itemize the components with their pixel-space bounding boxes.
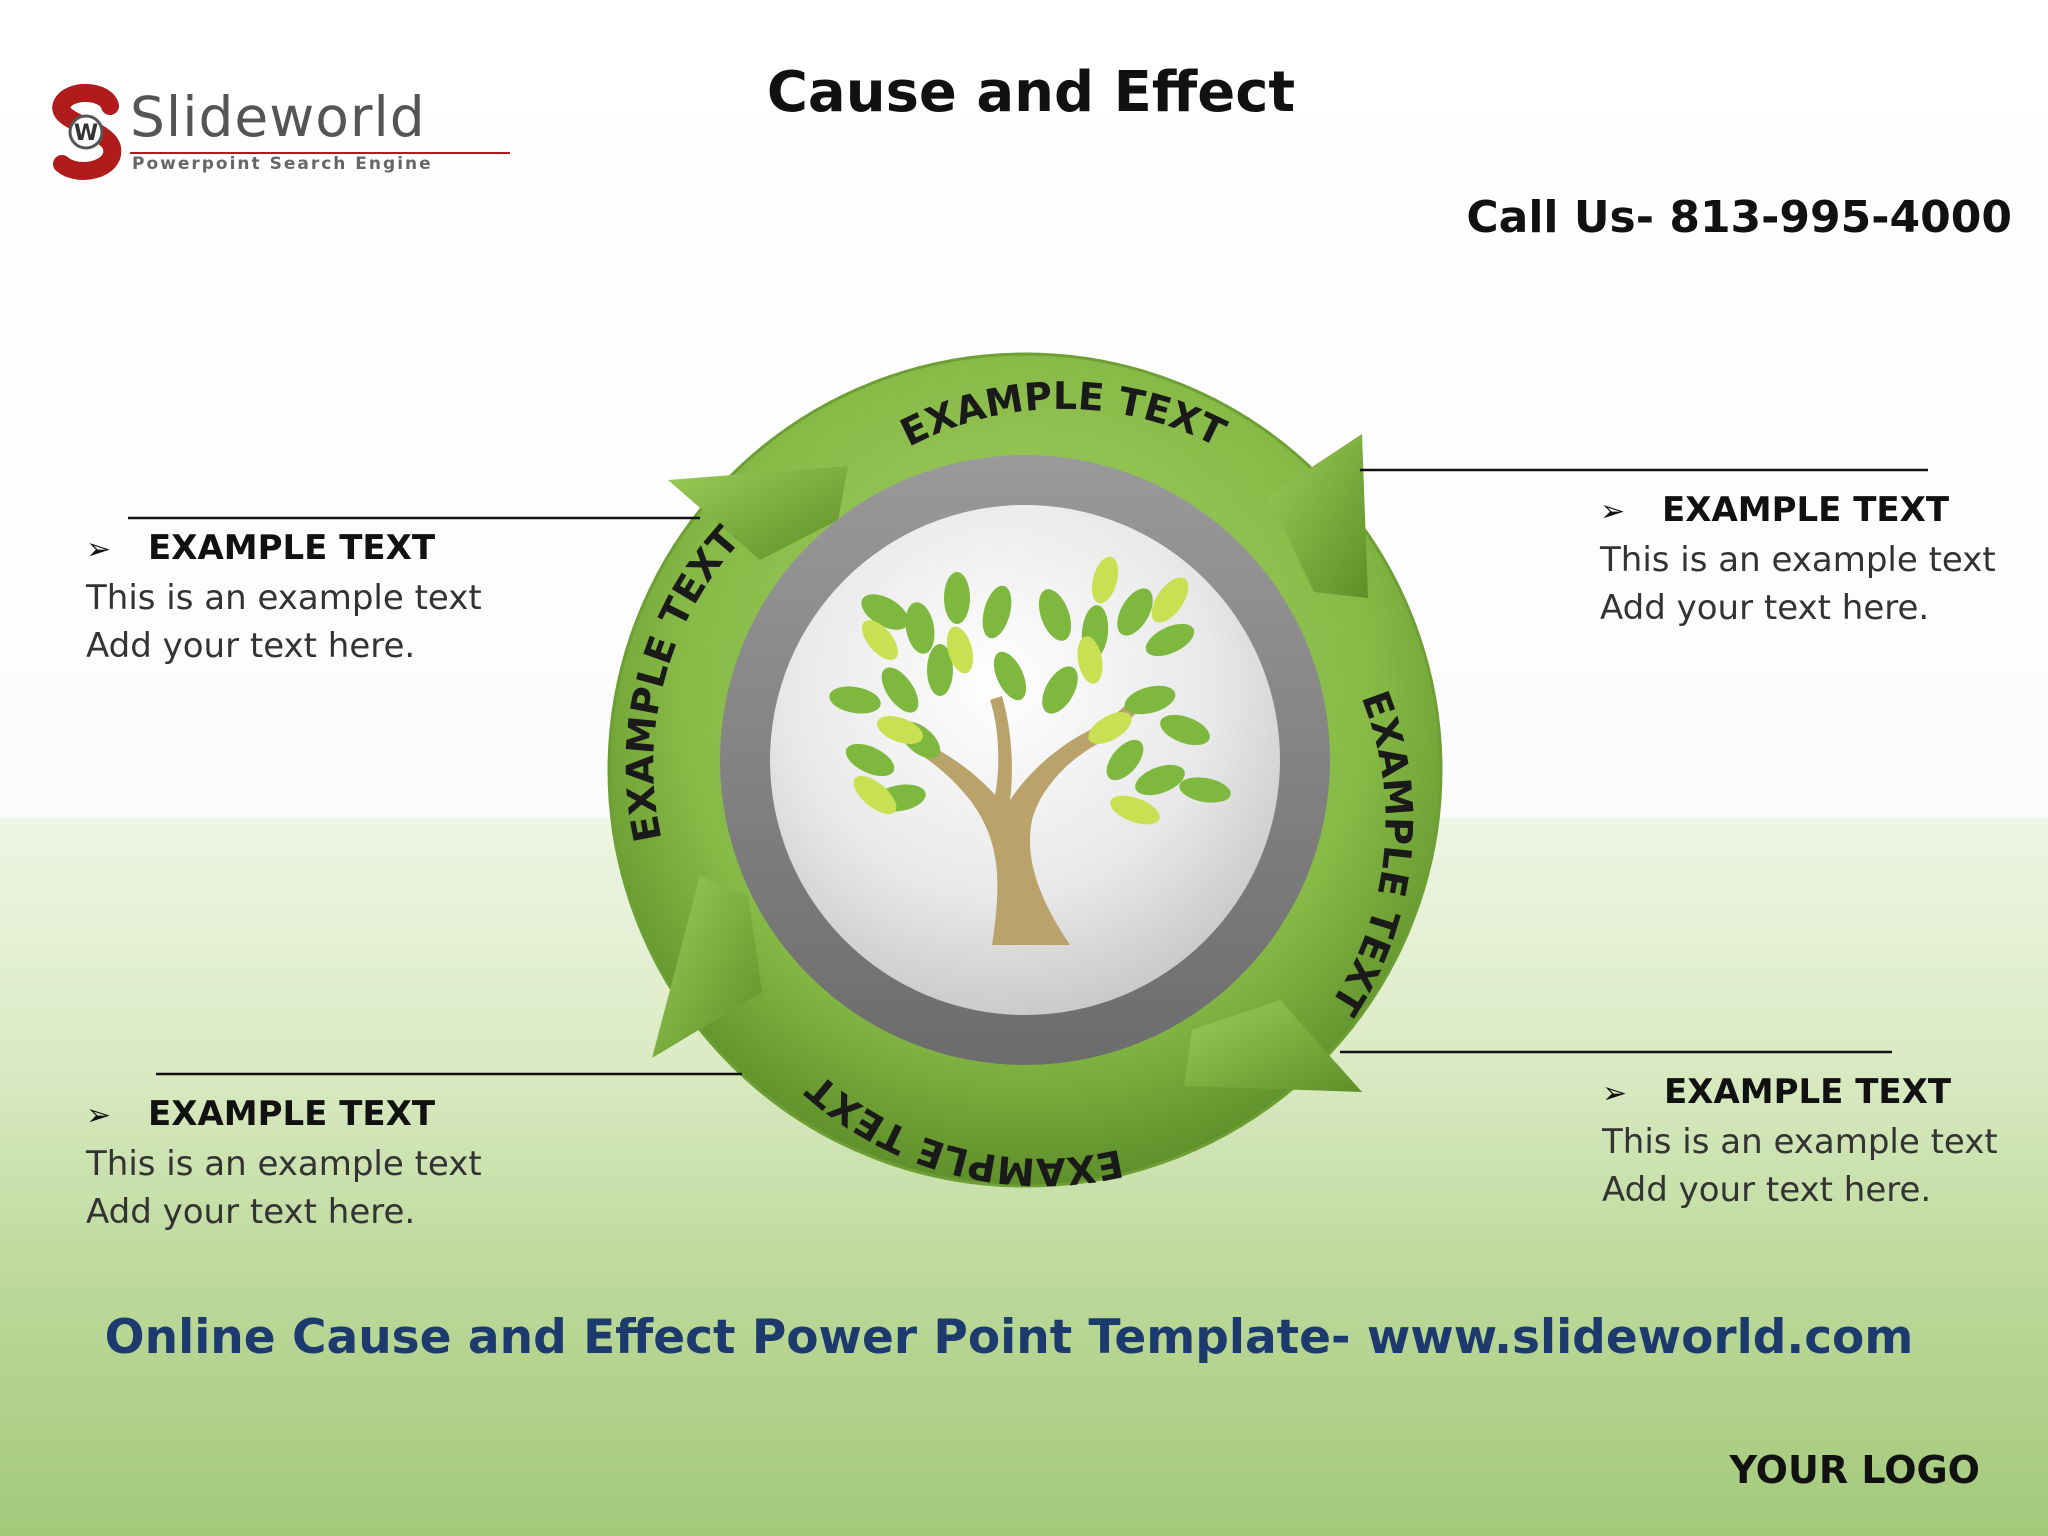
- bullet-arrow-icon: ➢: [86, 532, 112, 567]
- note-line: Add your text here.: [1600, 588, 1930, 628]
- note-top-right: ➢ EXAMPLE TEXT This is an example text Ad…: [1600, 486, 1996, 632]
- slideworld-logo-icon: W: [52, 84, 122, 180]
- your-logo-placeholder: YOUR LOGO: [1729, 1448, 1980, 1492]
- note-bottom-left: ➢ EXAMPLE TEXT This is an example text Ad…: [86, 1090, 482, 1236]
- note-heading: EXAMPLE TEXT: [148, 1094, 436, 1134]
- cycle-arrow-heads: [652, 434, 1368, 1092]
- note-heading: EXAMPLE TEXT: [1662, 490, 1950, 530]
- note-bottom-right: ➢ EXAMPLE TEXT This is an example text Ad…: [1602, 1068, 1998, 1214]
- note-line: Add your text here.: [1602, 1170, 1932, 1210]
- leader-lines: [128, 468, 1928, 1076]
- note-line: This is an example text: [86, 578, 482, 618]
- center-disc: [770, 505, 1280, 1015]
- footer-link-text: Online Cause and Effect Power Point Temp…: [104, 1310, 1914, 1365]
- logo-wordmark: Slideworld: [130, 85, 426, 149]
- logo-tagline: Powerpoint Search Engine: [132, 154, 433, 174]
- note-line: This is an example text: [1602, 1122, 1998, 1162]
- note-line: Add your text here.: [86, 626, 416, 666]
- tree-icon: [829, 556, 1231, 945]
- bullet-arrow-icon: ➢: [1602, 1076, 1628, 1111]
- note-line: This is an example text: [1600, 540, 1996, 580]
- bullet-arrow-icon: ➢: [1600, 494, 1626, 529]
- note-heading: EXAMPLE TEXT: [148, 528, 436, 568]
- logo-rule: [130, 152, 510, 154]
- slideworld-logo: W Slideworld Powerpoint Search Engine: [48, 84, 510, 184]
- note-line: Add your text here.: [86, 1192, 416, 1232]
- svg-text:W: W: [74, 121, 98, 146]
- note-heading: EXAMPLE TEXT: [1664, 1072, 1952, 1112]
- note-top-left: ➢ EXAMPLE TEXT This is an example text Ad…: [86, 524, 482, 670]
- slide-title: Cause and Effect: [766, 60, 1296, 125]
- note-line: This is an example text: [86, 1144, 482, 1184]
- phone-number: Call Us- 813-995-4000: [1466, 192, 2012, 243]
- bullet-arrow-icon: ➢: [86, 1098, 112, 1133]
